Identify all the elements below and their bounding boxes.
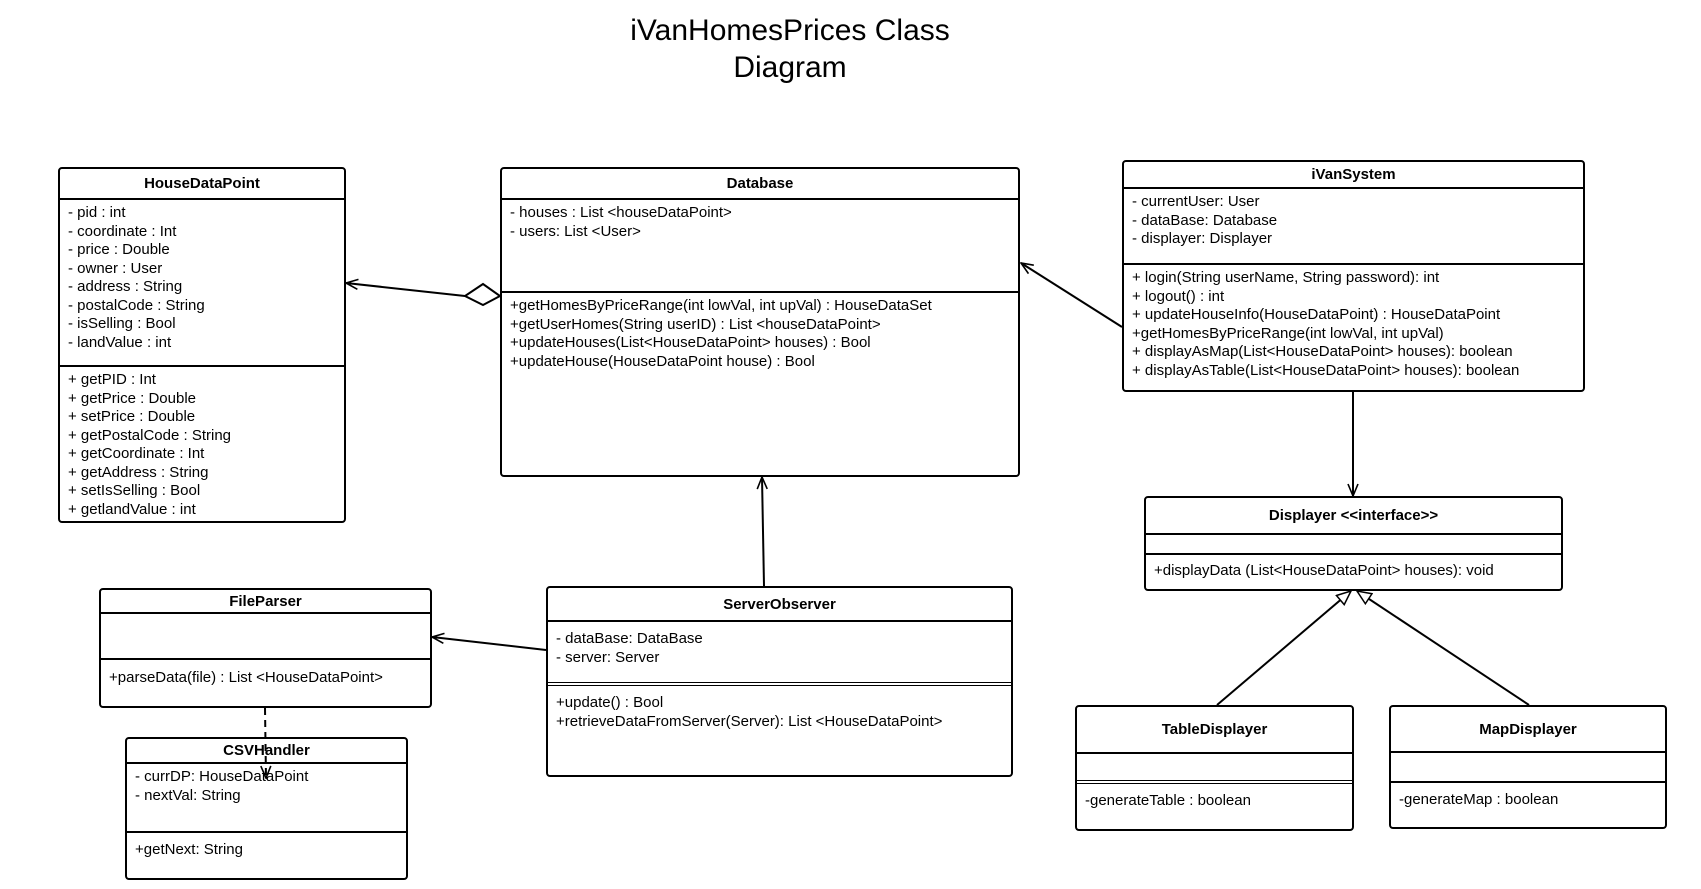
methods-section: -generateTable : boolean: [1077, 784, 1352, 813]
association-edge-serverobserver-database: [762, 477, 764, 587]
class-name: ServerObserver: [548, 588, 1011, 622]
methods-section: +update() : Bool+retrieveDataFromServer(…: [548, 686, 1011, 733]
member-line: - displayer: Displayer: [1132, 230, 1273, 247]
member-line: - server: Server: [556, 648, 660, 666]
member-line: + getPostalCode : String: [68, 426, 232, 444]
member-line: - currentUser: User: [1132, 193, 1260, 210]
member-line: - price : Double: [68, 241, 170, 258]
methods-section: +getHomesByPriceRange(int lowVal, int up…: [502, 293, 1018, 373]
member-line: - isSelling : Bool: [68, 315, 176, 332]
member-line: + logout() : int: [1132, 287, 1225, 305]
class-name: FileParser: [101, 590, 430, 614]
attributes-section: [1077, 754, 1352, 784]
member-line: - address : String: [68, 278, 183, 295]
member-line: - owner : User: [68, 259, 163, 277]
association-edge-ivansystem-database: [1021, 263, 1123, 328]
aggregation-edge-database-housedatapoint: [346, 283, 466, 297]
class-ivan-system[interactable]: iVanSystem - currentUser: User- dataBase…: [1122, 160, 1585, 392]
attributes-section: - currDP: HouseDataPoint- nextVal: Strin…: [127, 764, 406, 833]
member-line: + getlandValue : int: [68, 500, 196, 518]
realization-edge-mapdisplayer-displayer: [1357, 591, 1530, 706]
attributes-section: - pid : int- coordinate : Int- price : D…: [60, 200, 344, 367]
member-line: +update() : Bool: [556, 694, 664, 711]
methods-section: +getNext: String: [127, 833, 406, 862]
aggregation-diamond: [463, 282, 502, 307]
member-line: - dataBase: DataBase: [556, 630, 703, 647]
class-name: MapDisplayer: [1391, 707, 1665, 753]
member-line: -generateMap : boolean: [1399, 791, 1559, 808]
dependency-edge-fileparser-csvhandler: [265, 707, 266, 778]
methods-section: + getPID : Int+ getPrice : Double+ setPr…: [60, 367, 344, 521]
member-line: - landValue : int: [68, 333, 172, 351]
member-line: +parseData(file) : List <HouseDataPoint>: [109, 669, 383, 686]
member-line: + getPrice : Double: [68, 389, 196, 407]
diagram-title-line-1: iVanHomesPrices Class: [630, 14, 950, 47]
member-line: + updateHouseInfo(HouseDataPoint) : Hous…: [1132, 306, 1501, 323]
attributes-section: [1391, 753, 1665, 783]
class-name: Displayer <<interface>>: [1146, 498, 1561, 535]
diagram-title: iVanHomesPrices Class Diagram: [560, 12, 1020, 86]
member-line: +updateHouse(HouseDataPoint house) : Boo…: [510, 352, 815, 370]
member-line: - houses : List <houseDataPoint>: [510, 204, 732, 221]
member-line: + getPID : Int: [68, 371, 156, 388]
class-server-observer[interactable]: ServerObserver - dataBase: DataBase- ser…: [546, 586, 1013, 777]
member-line: +getHomesByPriceRange(int lowVal, int up…: [510, 297, 932, 314]
realization-edge-tabledisplayer-displayer: [1216, 591, 1351, 706]
attributes-section: [1146, 535, 1561, 555]
class-name: iVanSystem: [1124, 162, 1583, 189]
member-line: - pid : int: [68, 204, 126, 221]
attributes-section: - dataBase: DataBase- server: Server: [548, 622, 1011, 686]
class-table-displayer[interactable]: TableDisplayer -generateTable : boolean: [1075, 705, 1354, 831]
class-name: HouseDataPoint: [60, 169, 344, 200]
member-line: +getNext: String: [135, 841, 243, 858]
member-line: - postalCode : String: [68, 296, 205, 314]
methods-section: +parseData(file) : List <HouseDataPoint>: [101, 660, 430, 690]
member-line: -generateTable : boolean: [1085, 792, 1251, 809]
attributes-section: - houses : List <houseDataPoint>- users:…: [502, 200, 1018, 293]
member-line: - currDP: HouseDataPoint: [135, 768, 309, 785]
class-displayer-interface[interactable]: Displayer <<interface>> +displayData (Li…: [1144, 496, 1563, 591]
class-file-parser[interactable]: FileParser +parseData(file) : List <Hous…: [99, 588, 432, 708]
member-line: + login(String userName, String password…: [1132, 269, 1440, 286]
class-name: Database: [502, 169, 1018, 200]
member-line: +retrieveDataFromServer(Server): List <H…: [556, 712, 943, 730]
methods-section: + login(String userName, String password…: [1124, 265, 1583, 382]
member-line: + displayAsTable(List<HouseDataPoint> ho…: [1132, 361, 1520, 379]
diagram-title-line-2: Diagram: [733, 51, 847, 84]
member-line: +getUserHomes(String userID) : List <hou…: [510, 315, 881, 333]
member-line: + getAddress : String: [68, 463, 209, 481]
member-line: + setPrice : Double: [68, 408, 196, 425]
class-database[interactable]: Database - houses : List <houseDataPoint…: [500, 167, 1020, 477]
association-edge-serverobserver-fileparser: [432, 637, 547, 651]
member-line: - coordinate : Int: [68, 222, 177, 240]
attributes-section: [101, 614, 430, 660]
member-line: +updateHouses(List<HouseDataPoint> house…: [510, 334, 871, 351]
member-line: +displayData (List<HouseDataPoint> house…: [1154, 562, 1494, 579]
class-map-displayer[interactable]: MapDisplayer -generateMap : boolean: [1389, 705, 1667, 829]
member-line: + getCoordinate : Int: [68, 445, 205, 462]
member-line: - dataBase: Database: [1132, 211, 1278, 229]
member-line: + displayAsMap(List<HouseDataPoint> hous…: [1132, 343, 1513, 360]
methods-section: -generateMap : boolean: [1391, 783, 1665, 812]
class-house-data-point[interactable]: HouseDataPoint - pid : int- coordinate :…: [58, 167, 346, 523]
member-line: +getHomesByPriceRange(int lowVal, int up…: [1132, 324, 1444, 342]
class-name: TableDisplayer: [1077, 707, 1352, 754]
member-line: - users: List <User>: [510, 222, 641, 240]
methods-section: +displayData (List<HouseDataPoint> house…: [1146, 555, 1561, 583]
member-line: - nextVal: String: [135, 786, 241, 804]
attributes-section: - currentUser: User- dataBase: Database-…: [1124, 189, 1583, 265]
member-line: + setIsSelling : Bool: [68, 482, 201, 499]
